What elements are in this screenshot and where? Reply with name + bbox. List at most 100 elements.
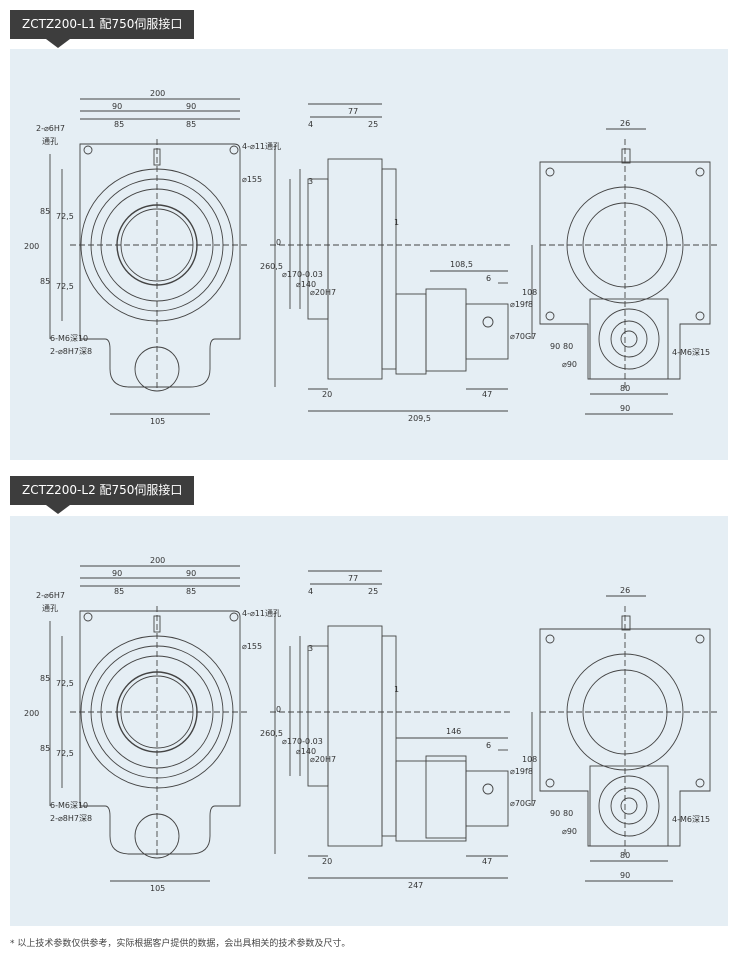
label-hole-top: 2-⌀6H7 [36, 591, 65, 600]
label-holes-4: 4-⌀11通孔 [242, 141, 281, 151]
dim-v72-bottom: 72,5 [56, 282, 74, 291]
label-hole-top: 2-⌀6H7 [36, 124, 65, 133]
label-pin-8: 2-⌀8H7深8 [50, 347, 92, 356]
dim-v90: 90 [550, 809, 560, 818]
section-title-text: ZCTZ200-L2 配750伺服接口 [22, 483, 183, 497]
dim-v200: 200 [24, 709, 39, 718]
title-arrow-icon [46, 505, 70, 514]
dim-20: 20 [322, 857, 332, 866]
dim-77: 77 [348, 107, 358, 116]
label-m6: 6-M6深10 [50, 334, 88, 343]
dim-90-right: 90 [186, 102, 196, 111]
dim-90: 90 [620, 404, 630, 413]
dim-90: 90 [620, 871, 630, 880]
label-m6-depth15: 4-M6深15 [672, 815, 710, 824]
section-title-l2: ZCTZ200-L2 配750伺服接口 [10, 476, 195, 514]
label-dia-155: ⌀155 [242, 642, 262, 651]
servo-flange [425, 288, 467, 372]
label-m6-depth15: 4-M6深15 [672, 348, 710, 357]
dim-26: 26 [620, 119, 630, 128]
dim-90-left: 90 [112, 102, 122, 111]
dim-dia-70: ⌀70G7 [510, 332, 536, 341]
dim-260-5: 260,5 [260, 262, 283, 271]
technical-drawing-l1: 200 90 90 85 85 2-⌀6H7 通孔 4-⌀11通孔 ⌀155 8… [24, 89, 720, 426]
dim-260-5: 260,5 [260, 729, 283, 738]
dim-90-left: 90 [112, 569, 122, 578]
dim-v85-top: 85 [40, 207, 50, 216]
dim-dia-170: ⌀170-0.03 [282, 737, 323, 746]
dim-47: 47 [482, 390, 492, 399]
dim-4: 4 [308, 120, 313, 129]
dim-80: 80 [620, 384, 630, 393]
dim-v72-top: 72,5 [56, 212, 74, 221]
dim-20: 20 [322, 390, 332, 399]
dim-108: 108 [522, 288, 537, 297]
dim-6: 6 [486, 274, 491, 283]
dim-247: 247 [408, 881, 423, 890]
label-hole-top-through: 通孔 [42, 603, 58, 613]
side-body [327, 158, 383, 380]
front-plate-outline [79, 143, 241, 388]
label-pin-8: 2-⌀8H7深8 [50, 814, 92, 823]
drawing-panel-l1: 200 90 90 85 85 2-⌀6H7 通孔 4-⌀11通孔 ⌀155 8… [10, 49, 728, 460]
dim-1: 1 [394, 218, 399, 227]
dim-105: 105 [150, 884, 165, 893]
dim-dia-90: ⌀90 [562, 360, 577, 369]
rear-plate-outline [539, 161, 711, 380]
dim-4: 4 [308, 587, 313, 596]
dim-25: 25 [368, 587, 378, 596]
dim-1: 1 [394, 685, 399, 694]
side-body [327, 625, 383, 847]
dim-108: 108 [522, 755, 537, 764]
title-arrow-icon [46, 39, 70, 48]
dim-dia-140: ⌀140 [296, 747, 316, 756]
technical-drawing-l2: 200 90 90 85 85 2-⌀6H7 通孔 4-⌀11通孔 ⌀155 8… [24, 556, 720, 893]
dim-dia-70: ⌀70G7 [510, 799, 536, 808]
dim-77: 77 [348, 574, 358, 583]
dim-v72-bottom: 72,5 [56, 749, 74, 758]
dim-85-right: 85 [186, 587, 196, 596]
dim-0: 0 [276, 238, 281, 247]
dim-200: 200 [150, 89, 165, 98]
dim-25: 25 [368, 120, 378, 129]
dim-85-right: 85 [186, 120, 196, 129]
motor-bore [598, 308, 660, 370]
section-title-text: ZCTZ200-L1 配750伺服接口 [22, 17, 183, 31]
label-dia-155: ⌀155 [242, 175, 262, 184]
dim-209-5: 209,5 [408, 414, 431, 423]
dim-dia-90: ⌀90 [562, 827, 577, 836]
dim-v85-bottom: 85 [40, 744, 50, 753]
dim-v85-bottom: 85 [40, 277, 50, 286]
dim-80: 80 [620, 851, 630, 860]
dim-dia-19: ⌀19f8 [510, 767, 533, 776]
dim-v72-top: 72,5 [56, 679, 74, 688]
dim-47: 47 [482, 857, 492, 866]
dim-85-left: 85 [114, 587, 124, 596]
dim-90-right: 90 [186, 569, 196, 578]
servo-flange [425, 755, 467, 839]
dim-v90: 90 [550, 342, 560, 351]
dim-0: 0 [276, 705, 281, 714]
dim-dia-170: ⌀170-0.03 [282, 270, 323, 279]
dim-105: 105 [150, 417, 165, 426]
dim-108-5: 108,5 [450, 260, 473, 269]
drawing-panel-l2: 200 90 90 85 85 2-⌀6H7 通孔 4-⌀11通孔 ⌀155 8… [10, 516, 728, 926]
dim-dia-20: ⌀20H7 [310, 288, 336, 297]
label-hole-top-through: 通孔 [42, 136, 58, 146]
dim-dia-140: ⌀140 [296, 280, 316, 289]
rear-plate-outline [539, 628, 711, 847]
dim-26: 26 [620, 586, 630, 595]
section-title-l1: ZCTZ200-L1 配750伺服接口 [10, 10, 195, 48]
dim-v200: 200 [24, 242, 39, 251]
dim-3: 3 [308, 644, 313, 653]
footnote: * 以上技术参数仅供参考，实际根据客户提供的数据，会出具相关的技术参数及尺寸。 [10, 939, 351, 949]
dim-v80: 80 [563, 809, 573, 818]
dim-v85-top: 85 [40, 674, 50, 683]
motor-bore [598, 775, 660, 837]
dim-dia-20: ⌀20H7 [310, 755, 336, 764]
dim-200: 200 [150, 556, 165, 565]
dim-85-left: 85 [114, 120, 124, 129]
dim-6: 6 [486, 741, 491, 750]
dim-3: 3 [308, 177, 313, 186]
dim-dia-19: ⌀19f8 [510, 300, 533, 309]
